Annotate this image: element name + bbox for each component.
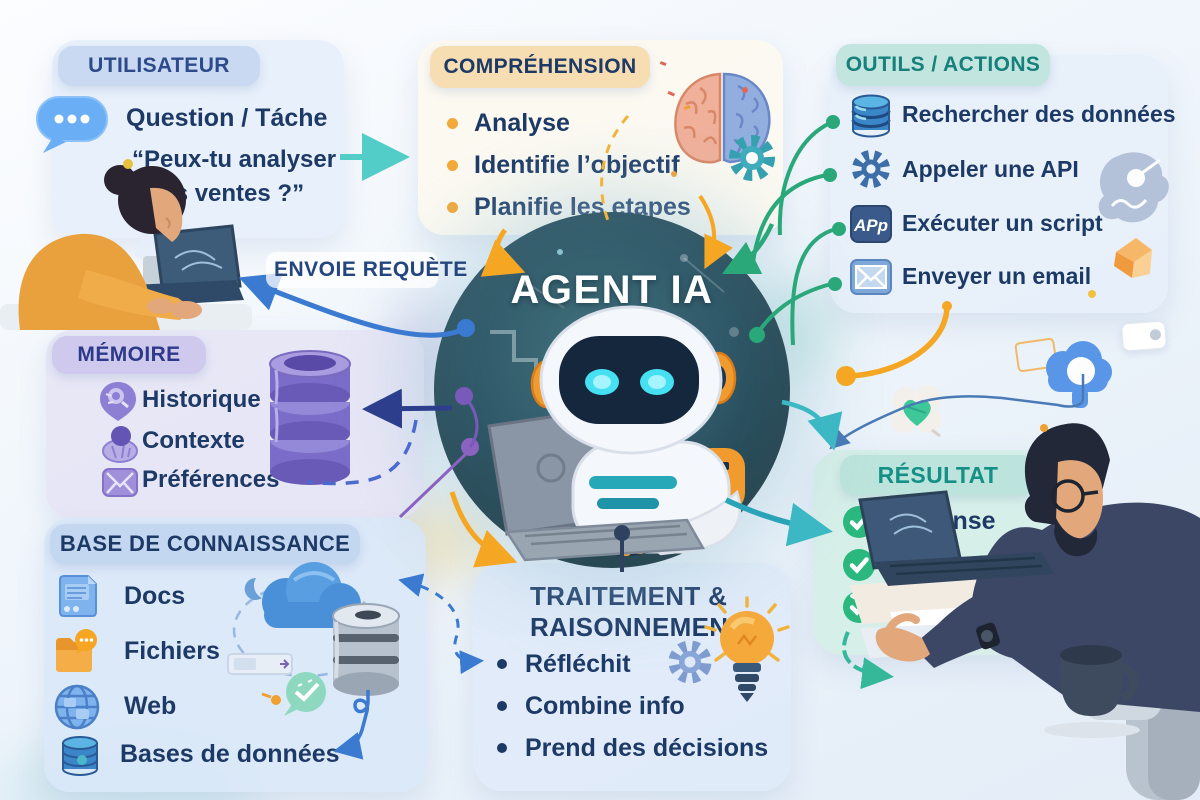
bullet-dot [497,659,507,669]
database-icon [58,734,102,778]
user-task-label: Question / Táche [126,104,328,132]
processing-item-label: Prend des décisions [525,733,769,762]
cube-decor [1104,232,1158,284]
comprehension-item: Analyse [447,102,691,144]
bullet-dot [497,701,507,711]
preferences-envelope-icon [100,464,140,500]
history-pin-icon [98,380,138,422]
user-person-illustration [0,158,252,330]
memory-database-illustration [262,346,358,486]
web-icon [52,682,102,732]
knowledge-section-title: BASE DE CONNAISSANCE [50,524,360,564]
script-icon-text: APp [853,216,888,235]
comprehension-item-label: Analyse [474,108,570,137]
knowledge-item-label: Web [124,692,177,720]
speech-bubble-icon [33,92,115,156]
comprehension-item: Identifie l’objectif [447,144,691,186]
script-icon: APp [848,201,894,247]
bullet-dot [447,201,458,213]
bullet-dot [447,117,458,129]
tool-item-label: Enveyer un email [902,263,1092,289]
result-section-title: RÉSULTAT [840,455,1036,495]
knowledge-item-label: Docs [124,582,186,610]
user-section-title: UTILISATEUR [58,46,260,86]
chart-blob-decor [1098,150,1170,228]
comprehension-title-text: COMPRÉHENSION [443,55,637,78]
comprehension-item-label: Identifie l’objectif [474,150,680,179]
docs-icon [54,572,102,620]
robot-illustration [455,296,775,568]
processing-item: Combine info [497,685,768,727]
orange-tools-connector [836,301,952,386]
gear-icon [848,146,894,192]
processing-title-line1: TRAITEMENT & [530,581,728,611]
knowledge-item-label: Fichiers [124,637,220,665]
result-person-illustration [830,400,1200,800]
processing-item: Réfléchit [497,643,768,685]
files-icon [52,628,102,676]
memory-item-label: Préférences [142,466,280,493]
tool-item-label: Exécuter un script [902,210,1103,236]
bullet-dot [447,159,458,171]
tool-item-label: Appeler une API [902,156,1079,182]
database-icon [848,92,894,138]
memory-item-label: Contexte [142,427,245,454]
processing-item-label: Combine info [525,691,685,720]
result-title-text: RÉSULTAT [877,461,999,488]
tool-item-label: Rechercher des données [902,101,1176,127]
mini-card-decor [1121,320,1167,352]
cloud-database-illustration [227,558,433,773]
processing-item: Prend des décisions [497,727,768,769]
send-request-label: ENVOIE REQUÈTE [274,258,468,281]
knowledge-item-label: Bases de données [120,740,340,768]
user-section-title-text: UTILISATEUR [88,54,230,77]
tools-section-title: OUTILS / ACTIONS [836,44,1050,86]
context-icon [100,424,140,464]
check-icon [842,548,876,582]
knowledge-title-text: BASE DE CONNAISSANCE [59,531,351,556]
memory-section-title: MÉMOIRE [52,336,206,374]
tools-title-text: OUTILS / ACTIONS [845,53,1041,76]
email-icon [848,254,894,300]
memory-title-text: MÉMOIRE [77,343,181,366]
bullet-dot [497,743,507,753]
comprehension-section-title: COMPRÉHENSION [430,46,650,88]
brain-gear-icon [659,61,782,194]
agent-title: AGENT IA [510,268,714,312]
memory-item-label: Historique [142,386,261,413]
gear-lightbulb-icon [652,596,792,720]
processing-item-label: Réfléchit [525,649,631,678]
mini-card-dot [1149,328,1162,341]
user-quote-line1: “Peux-tu analyser [132,146,337,173]
